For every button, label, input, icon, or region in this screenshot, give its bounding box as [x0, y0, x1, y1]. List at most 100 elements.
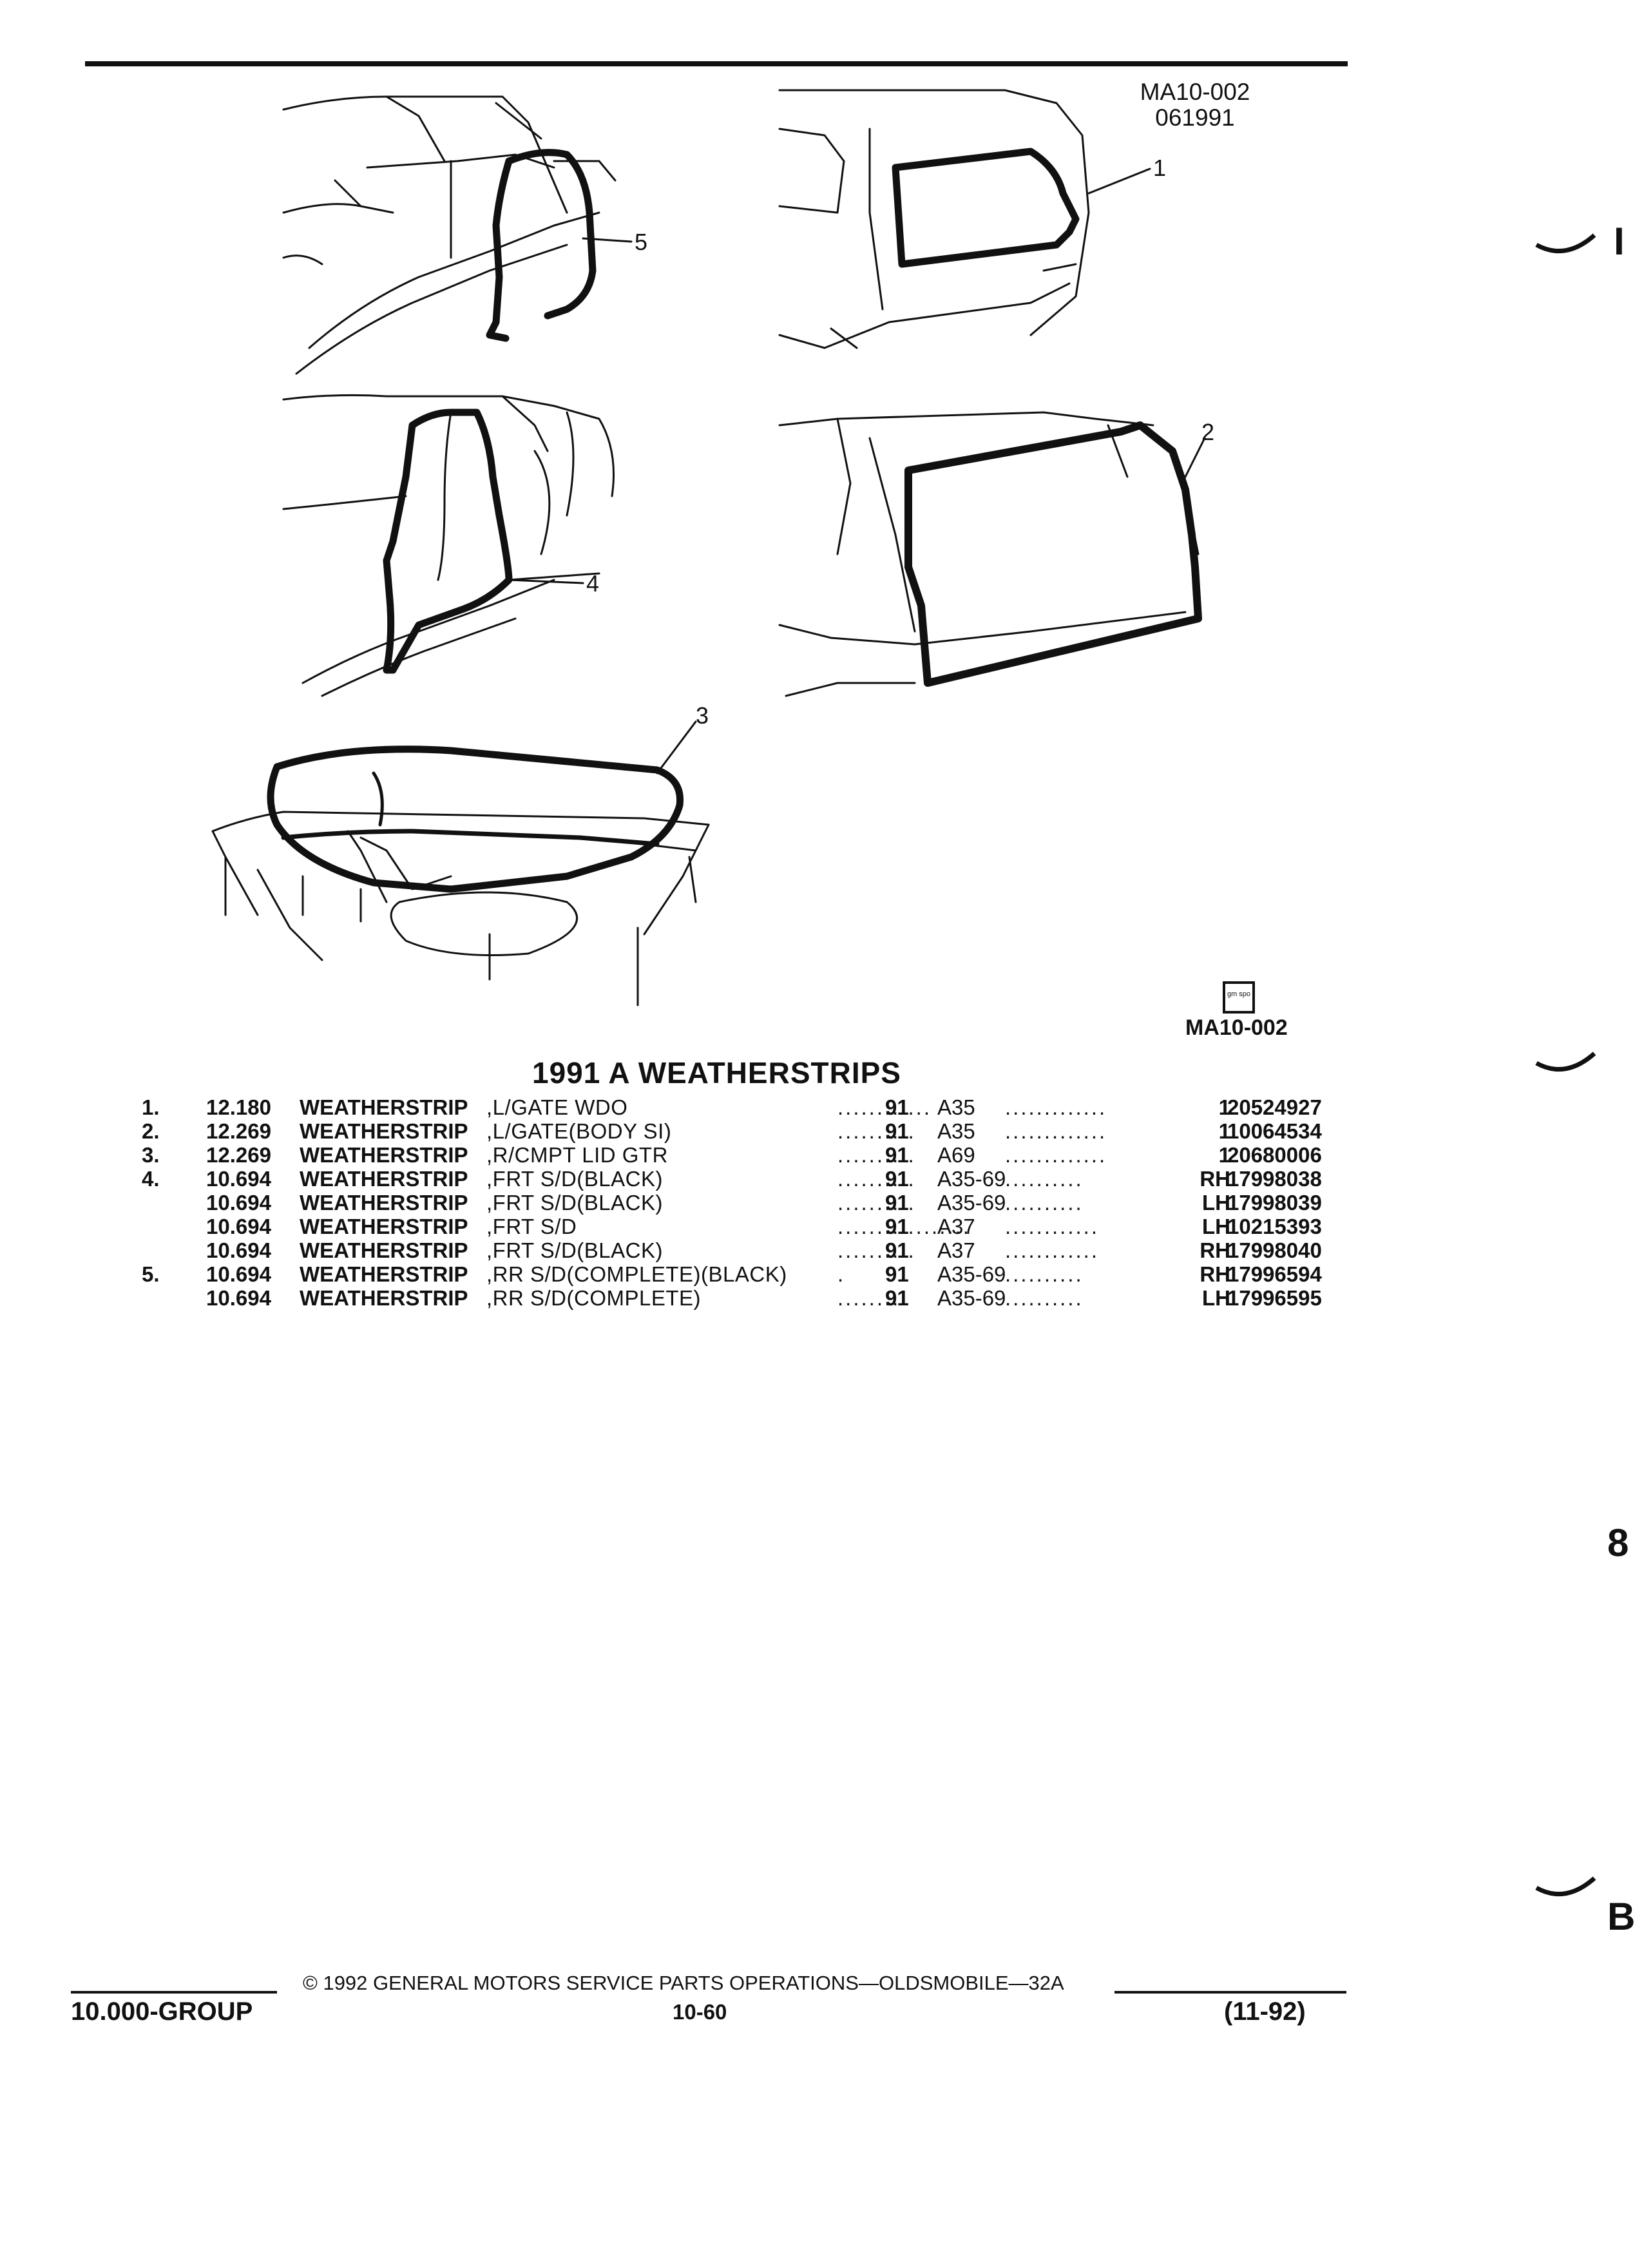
- group-code: 10.694: [206, 1167, 271, 1191]
- liftgate-window-view: [778, 89, 1090, 349]
- leader-dots: .................: [837, 1215, 971, 1238]
- body-style: A37: [937, 1215, 975, 1238]
- binder-tab-mark-1: [1535, 233, 1596, 254]
- section-title: 1991 A WEATHERSTRIPS: [532, 1056, 901, 1090]
- top-rule: [85, 61, 1348, 66]
- quantity-or-side: RH: [1200, 1238, 1230, 1262]
- leader-dots: .............: [1005, 1143, 1107, 1167]
- rear-door-weatherstrip: [505, 149, 597, 320]
- model-year: 91: [885, 1238, 909, 1262]
- gm-spo-stamp: gm spo: [1223, 981, 1255, 1014]
- leader-dots: ..........: [1005, 1167, 1084, 1191]
- part-number: 17998039: [1227, 1191, 1322, 1215]
- part-name: WEATHERSTRIP: [300, 1286, 468, 1310]
- table-row: 2. 12.269 WEATHERSTRIP ,L/GATE(BODY SI)....…: [129, 1119, 1366, 1143]
- footer-group: 10.000-GROUP: [71, 1997, 253, 2026]
- body-style: A35-69: [937, 1262, 1006, 1286]
- part-number: 20680006: [1227, 1143, 1322, 1167]
- model-year: 91: [885, 1215, 909, 1238]
- binder-tab-mark-3: [1535, 1876, 1596, 1897]
- part-number: 10215393: [1227, 1215, 1322, 1238]
- leader-dots: ..........: [837, 1238, 916, 1262]
- stamp-code: MA10-002: [1185, 1015, 1288, 1040]
- model-year: 91: [885, 1191, 909, 1215]
- part-description: ,FRT S/D(BLACK): [486, 1191, 663, 1215]
- footer-page-number: 10-60: [673, 2000, 727, 2024]
- part-number: 17996594: [1227, 1262, 1322, 1286]
- part-name: WEATHERSTRIP: [300, 1119, 468, 1143]
- model-year: 91: [885, 1143, 909, 1167]
- group-code: 12.180: [206, 1095, 271, 1119]
- body-style: A35: [937, 1095, 975, 1119]
- part-name: WEATHERSTRIP: [300, 1095, 468, 1119]
- leader-dots: ............: [837, 1095, 932, 1119]
- leader-dots: ..........: [1005, 1262, 1084, 1286]
- part-number: 17998038: [1227, 1167, 1322, 1191]
- liftgate-body-weatherstrip: [904, 421, 1202, 687]
- body-style: A69: [937, 1143, 975, 1167]
- quantity-or-side: LH: [1202, 1215, 1230, 1238]
- leader-dots: ..........: [837, 1143, 916, 1167]
- group-code: 10.694: [206, 1191, 271, 1215]
- part-description: ,RR S/D(COMPLETE): [486, 1286, 702, 1310]
- item-number: 3.: [142, 1143, 160, 1167]
- front-door-view: [282, 394, 615, 697]
- leader-dots: ..........: [837, 1119, 916, 1143]
- part-name: WEATHERSTRIP: [300, 1238, 468, 1262]
- leader-dots: ..........: [837, 1167, 916, 1191]
- footer-copyright: © 1992 GENERAL MOTORS SERVICE PARTS OPER…: [303, 1972, 1064, 1994]
- footer-rule-right: [1114, 1991, 1346, 1994]
- part-name: WEATHERSTRIP: [300, 1262, 468, 1286]
- footer-rule-left: [71, 1991, 277, 1994]
- model-year: 91: [885, 1095, 909, 1119]
- group-code: 10.694: [206, 1286, 271, 1310]
- group-code: 12.269: [206, 1119, 271, 1143]
- group-code: 10.694: [206, 1215, 271, 1238]
- quantity-or-side: RH: [1200, 1262, 1230, 1286]
- item-number: 5.: [142, 1262, 160, 1286]
- diagram-date: 061991: [1155, 104, 1235, 131]
- part-description: ,R/CMPT LID GTR: [486, 1143, 668, 1167]
- model-year: 91: [885, 1119, 909, 1143]
- part-description: ,L/GATE WDO: [486, 1095, 628, 1119]
- weatherstrip-illustrations: [211, 89, 1206, 1006]
- leader-dots: ............: [1005, 1215, 1100, 1238]
- leader-dots: ..........: [1005, 1191, 1084, 1215]
- part-description: ,RR S/D(COMPLETE)(BLACK): [486, 1262, 787, 1286]
- trunk-lid-weatherstrip-outer: [267, 745, 684, 893]
- quantity-or-side: LH: [1202, 1286, 1230, 1310]
- body-style: A35: [937, 1119, 975, 1143]
- table-row: 10.694 WEATHERSTRIP ,FRT S/D(BLACK).......…: [129, 1238, 1366, 1262]
- quantity-or-side: LH: [1202, 1191, 1230, 1215]
- edge-mark-top: I: [1614, 220, 1625, 263]
- body-style: A37: [937, 1238, 975, 1262]
- part-number: 17996595: [1227, 1286, 1322, 1310]
- quantity-or-side: 1: [1218, 1119, 1230, 1143]
- rear-door-view: [282, 95, 617, 375]
- callout-5: 5: [635, 229, 648, 255]
- part-name: WEATHERSTRIP: [300, 1143, 468, 1167]
- part-description: ,L/GATE(BODY SI): [486, 1119, 672, 1143]
- item-number: 2.: [142, 1119, 160, 1143]
- stamp-label: gm spo: [1227, 990, 1251, 998]
- diagram-code: MA10-002: [1140, 79, 1250, 105]
- table-row: 10.694 WEATHERSTRIP ,FRT S/D(BLACK).......…: [129, 1191, 1366, 1215]
- part-name: WEATHERSTRIP: [300, 1215, 468, 1238]
- part-number: 10064534: [1227, 1119, 1322, 1143]
- callout-leaders: [508, 168, 1206, 774]
- group-code: 10.694: [206, 1238, 271, 1262]
- body-style: A35-69: [937, 1191, 1006, 1215]
- part-description: ,FRT S/D(BLACK): [486, 1238, 663, 1262]
- leader-dots: ..........: [837, 1191, 916, 1215]
- leader-dots: ........: [837, 1286, 901, 1310]
- model-year: 91: [885, 1167, 909, 1191]
- part-name: WEATHERSTRIP: [300, 1191, 468, 1215]
- liftgate-window-weatherstrip: [892, 148, 1080, 268]
- quantity-or-side: 1: [1218, 1143, 1230, 1167]
